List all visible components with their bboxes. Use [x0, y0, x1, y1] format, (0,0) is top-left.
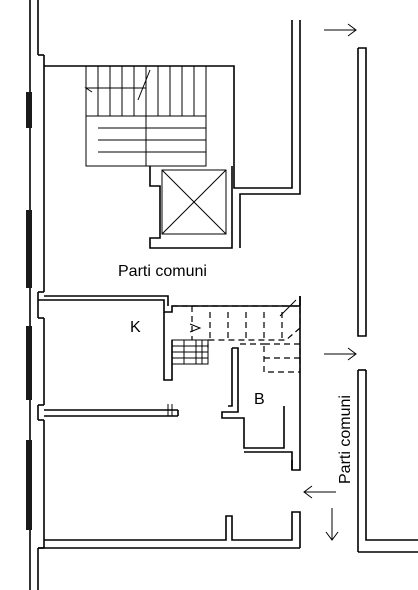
arrow-left-icon	[303, 485, 336, 499]
corridor-walls	[291, 47, 418, 553]
apartment-walls	[38, 295, 301, 549]
common-area-vertical-label: Parti comuni	[337, 395, 354, 484]
arrow-right-icon	[324, 347, 357, 361]
left-exterior-wall	[29, 0, 45, 590]
window	[26, 92, 32, 128]
window	[26, 440, 32, 530]
arrows	[303, 23, 357, 541]
window	[26, 210, 32, 288]
common-area-label: Parti comuni	[118, 263, 207, 280]
facade-windows	[26, 92, 32, 530]
window	[26, 326, 32, 400]
interior-stair	[171, 339, 209, 365]
stairwell	[44, 20, 301, 249]
bath-label: B	[254, 391, 265, 408]
arrow-right-icon	[324, 23, 357, 37]
arrow-down-icon	[325, 508, 339, 541]
kitchen-label: K	[130, 319, 141, 336]
upper-stair-outline	[172, 299, 301, 373]
